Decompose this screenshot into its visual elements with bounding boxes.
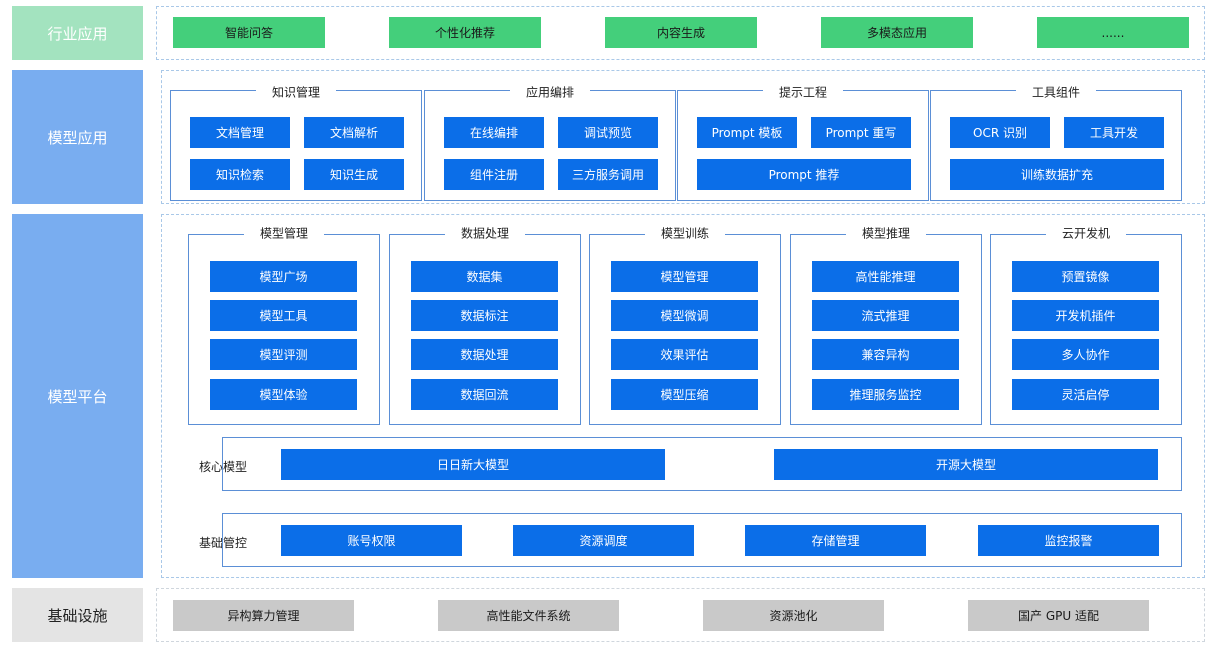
platform-item[interactable]: 预置镜像 — [1012, 261, 1159, 292]
infra-panel — [156, 588, 1205, 642]
core-models-label: 核心模型 — [199, 460, 248, 474]
base-control-label: 基础管控 — [199, 536, 248, 550]
app-group-title: 知识管理 — [255, 83, 337, 101]
platform-item[interactable]: 效果评估 — [611, 339, 758, 370]
base-control-box — [222, 513, 1182, 567]
infra-item[interactable]: 高性能文件系统 — [438, 600, 619, 631]
app-item[interactable]: 训练数据扩充 — [950, 159, 1164, 190]
platform-group-title: 模型管理 — [243, 224, 325, 242]
infra-item[interactable]: 资源池化 — [703, 600, 884, 631]
platform-item[interactable]: 模型管理 — [611, 261, 758, 292]
industry-item[interactable]: 内容生成 — [605, 17, 757, 48]
app-item[interactable]: 在线编排 — [444, 117, 544, 148]
industry-item[interactable]: 智能问答 — [173, 17, 325, 48]
platform-item[interactable]: 推理服务监控 — [812, 379, 959, 410]
infra-item[interactable]: 国产 GPU 适配 — [968, 600, 1149, 631]
app-item[interactable]: 调试预览 — [558, 117, 658, 148]
app-item[interactable]: 知识检索 — [190, 159, 290, 190]
platform-item[interactable]: 模型微调 — [611, 300, 758, 331]
app-group-title: 应用编排 — [509, 83, 591, 101]
app-item[interactable]: 工具开发 — [1064, 117, 1164, 148]
platform-item[interactable]: 流式推理 — [812, 300, 959, 331]
infra-item[interactable]: 异构算力管理 — [173, 600, 354, 631]
platform-item[interactable]: 多人协作 — [1012, 339, 1159, 370]
app-item[interactable]: Prompt 重写 — [811, 117, 911, 148]
app-item[interactable]: 组件注册 — [444, 159, 544, 190]
industry-panel — [156, 6, 1205, 60]
platform-item[interactable]: 数据标注 — [411, 300, 558, 331]
industry-item[interactable]: ...... — [1037, 17, 1189, 48]
base-control-item[interactable]: 账号权限 — [281, 525, 462, 556]
core-model-item[interactable]: 开源大模型 — [774, 449, 1158, 480]
model-platform-panel — [161, 214, 1205, 578]
app-group-title: 提示工程 — [762, 83, 844, 101]
app-group-title: 工具组件 — [1015, 83, 1097, 101]
core-models-box — [222, 437, 1182, 491]
app-item[interactable]: 三方服务调用 — [558, 159, 658, 190]
platform-item[interactable]: 模型工具 — [210, 300, 357, 331]
platform-group-title: 数据处理 — [444, 224, 526, 242]
platform-item[interactable]: 数据回流 — [411, 379, 558, 410]
base-control-item[interactable]: 存储管理 — [745, 525, 926, 556]
platform-item[interactable]: 数据处理 — [411, 339, 558, 370]
base-control-item[interactable]: 监控报警 — [978, 525, 1159, 556]
industry-item[interactable]: 多模态应用 — [821, 17, 973, 48]
platform-item[interactable]: 灵活启停 — [1012, 379, 1159, 410]
app-item[interactable]: 文档解析 — [304, 117, 404, 148]
base-control-item[interactable]: 资源调度 — [513, 525, 694, 556]
platform-item[interactable]: 模型广场 — [210, 261, 357, 292]
platform-group-title: 模型推理 — [845, 224, 927, 242]
app-item[interactable]: OCR 识别 — [950, 117, 1050, 148]
industry-item[interactable]: 个性化推荐 — [389, 17, 541, 48]
layer-label-infra: 基础设施 — [12, 588, 143, 642]
layer-label-model-app: 模型应用 — [12, 70, 143, 204]
platform-item[interactable]: 开发机插件 — [1012, 300, 1159, 331]
platform-item[interactable]: 模型评测 — [210, 339, 357, 370]
app-item[interactable]: 知识生成 — [304, 159, 404, 190]
platform-item[interactable]: 数据集 — [411, 261, 558, 292]
app-item[interactable]: Prompt 模板 — [697, 117, 797, 148]
app-item[interactable]: 文档管理 — [190, 117, 290, 148]
app-item[interactable]: Prompt 推荐 — [697, 159, 911, 190]
core-model-item[interactable]: 日日新大模型 — [281, 449, 665, 480]
platform-group-title: 云开发机 — [1045, 224, 1127, 242]
layer-label-industry: 行业应用 — [12, 6, 143, 60]
platform-item[interactable]: 高性能推理 — [812, 261, 959, 292]
layer-label-model-platform: 模型平台 — [12, 214, 143, 578]
platform-group-title: 模型训练 — [644, 224, 726, 242]
platform-item[interactable]: 模型体验 — [210, 379, 357, 410]
platform-item[interactable]: 模型压缩 — [611, 379, 758, 410]
model-app-panel — [161, 70, 1205, 204]
platform-item[interactable]: 兼容异构 — [812, 339, 959, 370]
